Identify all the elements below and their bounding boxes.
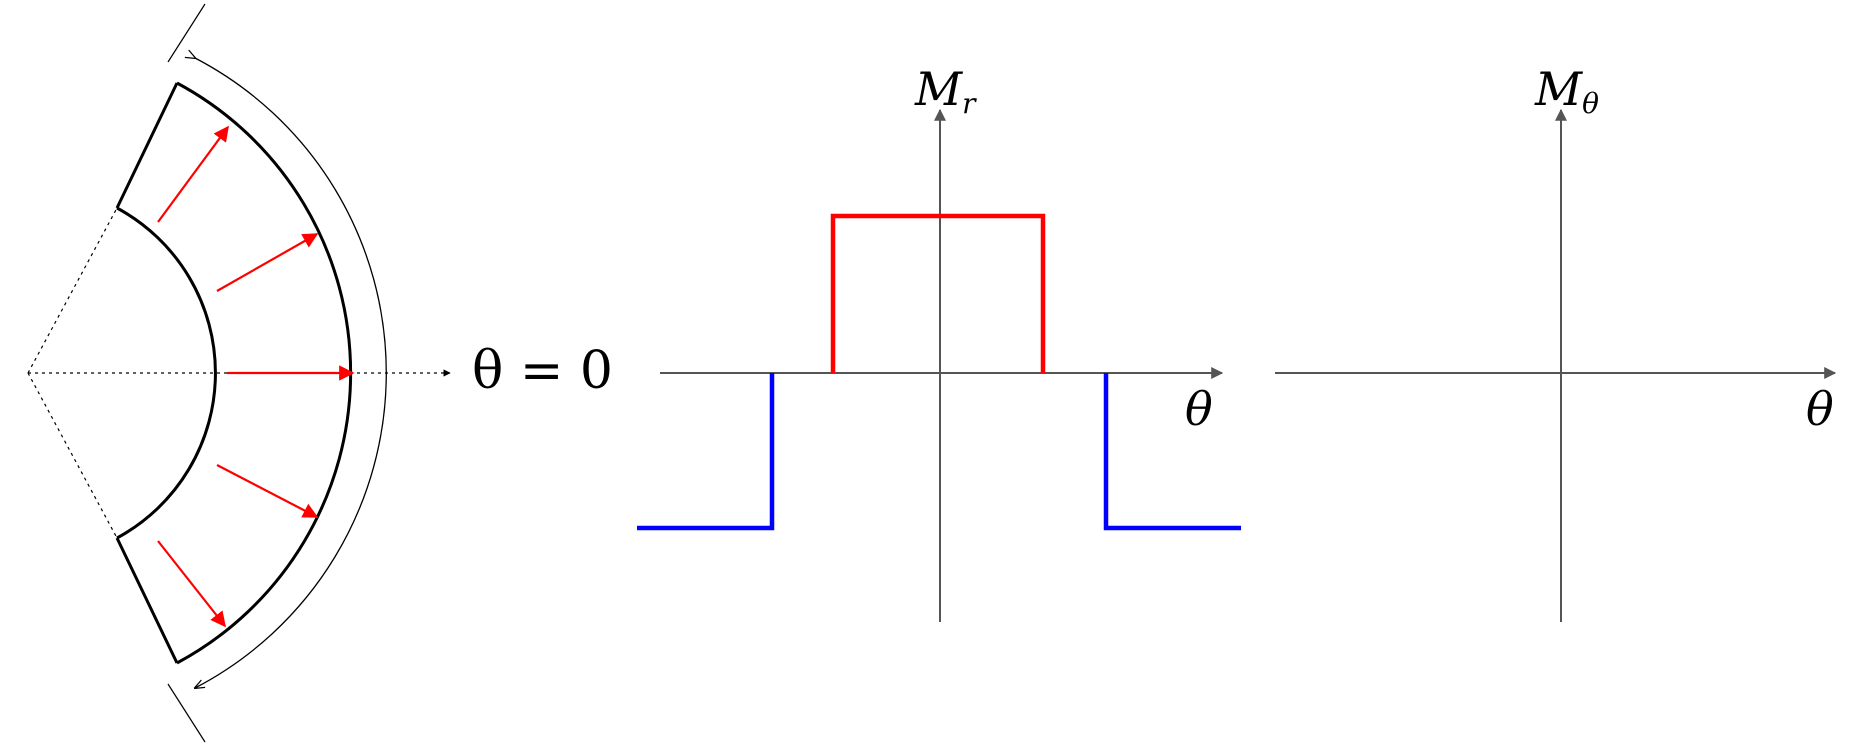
dotted-ray-upper (27, 207, 118, 374)
dotted-ray-lower (27, 372, 118, 539)
mr-x-axis-label: θ (1185, 382, 1213, 436)
mr-positive-pulse (830, 213, 1046, 373)
span-bracket-arc (195, 58, 387, 688)
mr-negative-left (637, 373, 775, 531)
magnetization-arrow (157, 540, 226, 628)
segment-inner-arc (116, 206, 217, 540)
bracket-tangent-upper (167, 3, 206, 63)
bracket-tangent-lower (167, 683, 206, 743)
mtheta-plot: Mθ θ (1275, 62, 1837, 622)
magnetization-arrow (216, 464, 319, 518)
mr-plot: Mr θ (637, 62, 1241, 622)
magnetization-arrow (216, 233, 319, 292)
theta-zero-label: θ = 0 (472, 341, 613, 401)
arc-segment-figure: θ = 0 (27, 3, 613, 743)
segment-edge-upper (115, 82, 179, 209)
segment-edge-lower (115, 537, 179, 664)
magnetization-arrow (157, 125, 229, 223)
mtheta-y-axis-label: Mθ (1534, 62, 1599, 120)
mr-negative-right (1103, 373, 1241, 531)
mtheta-x-axis-label: θ (1806, 382, 1834, 436)
mr-y-axis-label: Mr (914, 62, 977, 120)
